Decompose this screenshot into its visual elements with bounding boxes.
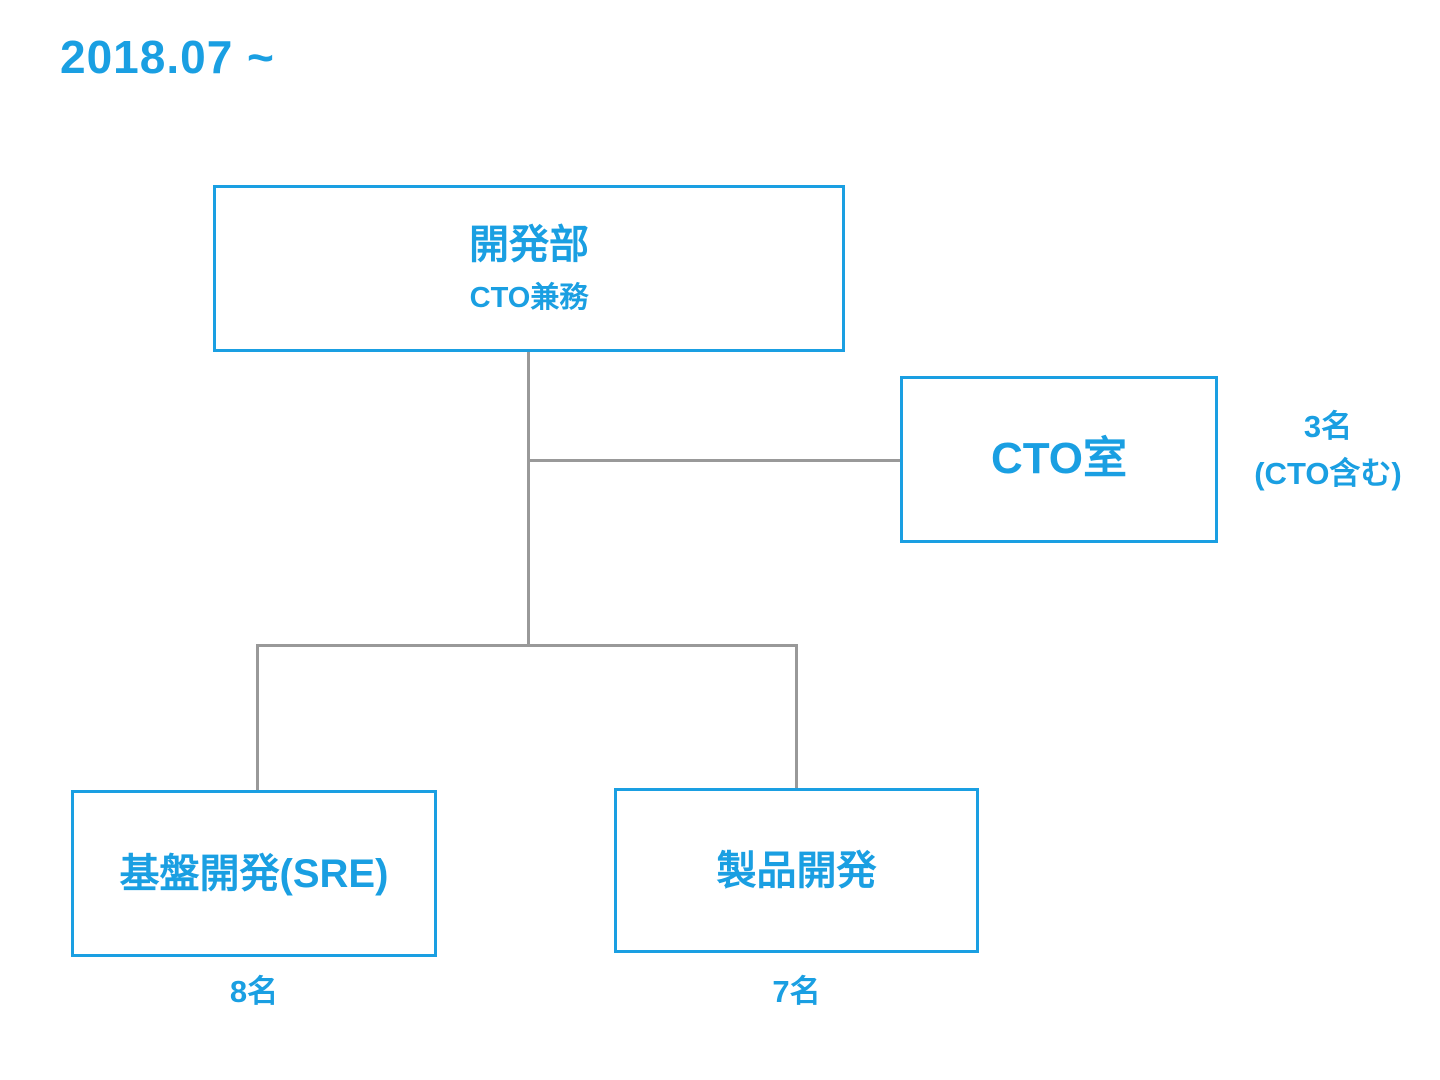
- sre-headcount: 8名: [229, 974, 279, 1009]
- node-dev-dept: 開発部 CTO兼務: [213, 185, 845, 352]
- dev-dept-sublabel: CTO兼務: [469, 282, 589, 315]
- node-product: 製品開発: [614, 788, 979, 953]
- product-headcount: 7名: [772, 974, 821, 1009]
- connector-drop-sre: [256, 644, 259, 790]
- product-label: 製品開発: [716, 848, 877, 893]
- connector-to-cto-office: [527, 459, 900, 462]
- node-sre: 基盤開発(SRE): [71, 790, 437, 957]
- sre-label: 基盤開発(SRE): [119, 851, 389, 896]
- page-title: 2018.07 ~: [60, 31, 275, 83]
- cto-office-label: CTO室: [990, 434, 1128, 484]
- dev-dept-label: 開発部: [469, 223, 589, 268]
- cto-office-headcount: 3名: [1303, 409, 1353, 444]
- cto-office-headcount-note: 3名 (CTO含む): [1238, 404, 1418, 497]
- connector-drop-product: [795, 644, 798, 788]
- connector-bottom-rail: [256, 644, 798, 647]
- connector-stem: [527, 352, 530, 647]
- node-cto-office: CTO室: [900, 376, 1218, 543]
- cto-office-headcount-detail: (CTO含む): [1254, 455, 1402, 491]
